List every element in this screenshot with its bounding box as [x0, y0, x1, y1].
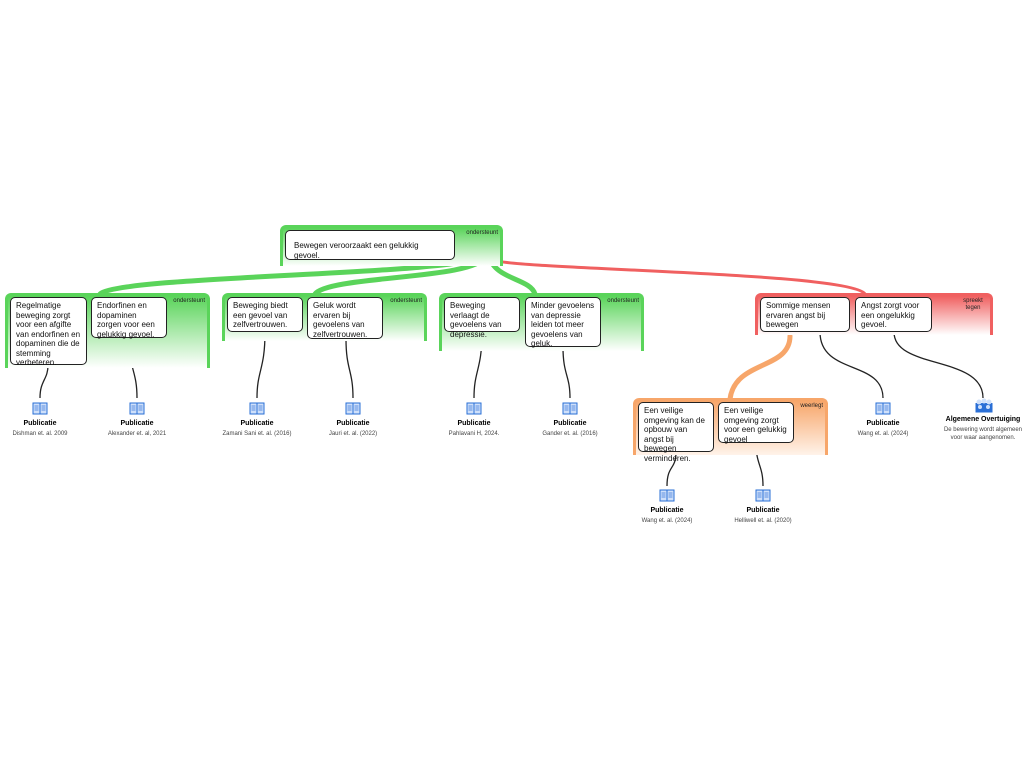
book-icon [345, 402, 361, 415]
claim-box[interactable]: Geluk wordt ervaren bij gevoelens van ze… [307, 297, 383, 339]
evidence-link [39, 364, 49, 399]
source-reference: Dishman et. al. 2009 [12, 431, 68, 437]
book-icon [466, 402, 482, 415]
book-icon [32, 402, 48, 415]
source-title: Publicatie [240, 420, 274, 427]
source-title: Algemene Overtuiging [945, 416, 1021, 423]
source-title: Publicatie [650, 507, 684, 514]
evidence-link [666, 451, 677, 487]
source-reference: Wang et. al. (2024) [857, 431, 909, 437]
book-icon [562, 402, 578, 415]
oppose-link [491, 258, 867, 296]
relation-label: ondersteunt [607, 298, 639, 304]
claim-box[interactable]: Regelmatige beweging zorgt voor een afgi… [10, 297, 87, 367]
evidence-link [345, 338, 354, 399]
relation-label: ondersteunt [390, 298, 422, 304]
relation-label: ondersteunt [173, 298, 205, 304]
people-icon [975, 398, 993, 413]
claim-box[interactable]: Beweging verlaagt de gevoelens van depre… [444, 297, 520, 339]
source-title: Publicatie [866, 420, 900, 427]
source-title: Publicatie [336, 420, 370, 427]
source-reference: Gander et. al. (2016) [542, 431, 598, 437]
source-reference: Helliwell et. al. (2020) [734, 518, 792, 524]
rebut-link [727, 333, 793, 402]
claim-box[interactable]: Endorfinen en dopaminen zorgen voor een … [91, 297, 167, 339]
book-icon [659, 489, 675, 502]
book-icon [755, 489, 771, 502]
source-title: Publicatie [23, 420, 57, 427]
source-reference: Zamani Sani et. al. (2016) [222, 431, 292, 437]
source-title: Publicatie [457, 420, 491, 427]
source-title: Publicatie [746, 507, 780, 514]
book-icon [129, 402, 145, 415]
claim-box[interactable]: Sommige mensen ervaren angst bij bewegen [760, 297, 850, 332]
main-claim[interactable]: Bewegen veroorzaakt een gelukkig gevoel. [285, 230, 455, 260]
relation-label: spreekt tegen [963, 298, 983, 311]
book-icon [249, 402, 265, 415]
common-belief-source[interactable]: Algemene Overtuiging De bewering wordt al… [933, 398, 1024, 442]
evidence-link [893, 331, 984, 399]
source-reference: Jauri et. al. (2022) [328, 431, 378, 437]
evidence-link [256, 331, 266, 399]
evidence-link [819, 331, 884, 399]
source-reference: Wang et. al. (2024) [641, 518, 693, 524]
relation-label: weerlegt [800, 403, 823, 409]
source-reference: De bewering wordt algemeen voor waar aan… [943, 427, 1023, 441]
claim-box[interactable]: Angst zorgt voor een ongelukkig gevoel. [855, 297, 932, 332]
evidence-link [562, 346, 571, 399]
claim-box[interactable]: Een veilige omgeving zorgt voor een gelu… [718, 402, 794, 444]
source-title: Publicatie [120, 420, 154, 427]
claim-box[interactable]: Beweging biedt een gevoel van zelfvertro… [227, 297, 303, 332]
claim-box[interactable]: Een veilige omgeving kan de opbouw van a… [638, 402, 714, 463]
claim-box[interactable]: Minder gevoelens van depressie leiden to… [525, 297, 601, 348]
source-reference: Alexander et. al, 2021 [107, 431, 167, 437]
source-title: Publicatie [553, 420, 587, 427]
source-reference: Pahlavani H, 2024. [448, 431, 500, 437]
book-icon [875, 402, 891, 415]
relation-label: ondersteunt [466, 230, 498, 236]
